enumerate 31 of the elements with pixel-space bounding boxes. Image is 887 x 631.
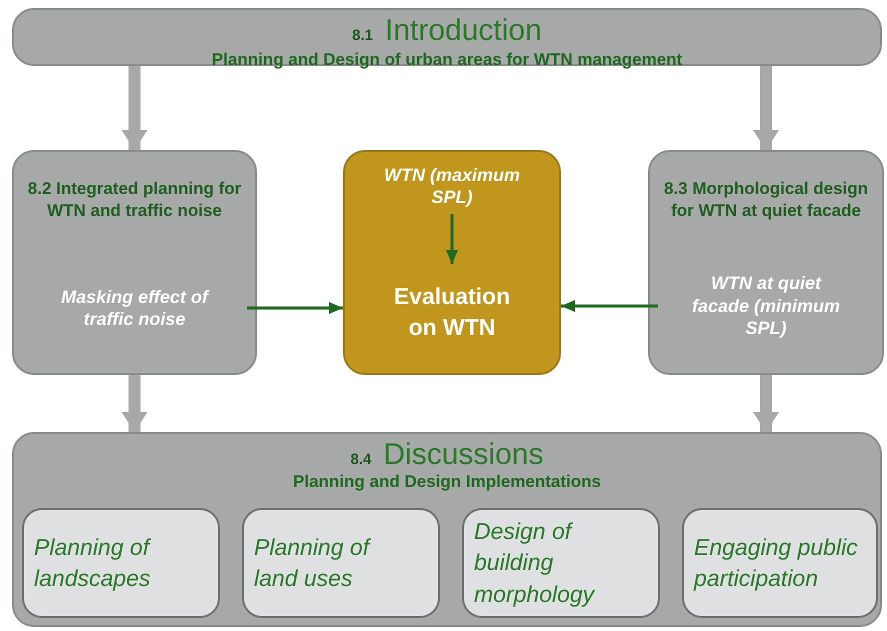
note-text: Masking effect of traffic noise bbox=[60, 286, 210, 330]
section-title: Introduction bbox=[385, 16, 542, 46]
arrow bbox=[122, 375, 148, 432]
arrow bbox=[247, 302, 343, 314]
section-subtitle: Planning and Design of urban areas for WTN management bbox=[212, 50, 682, 70]
section-box bbox=[648, 150, 884, 375]
topic-box bbox=[462, 508, 660, 618]
section-heading: 8.2 Integrated planning for WTN and traffic noise bbox=[27, 178, 242, 222]
note-text: WTN (maximum SPL) bbox=[382, 164, 521, 208]
result-text: Evaluation on WTN bbox=[392, 282, 512, 342]
arrow bbox=[561, 300, 658, 312]
section-subtitle: Planning and Design Implementations bbox=[293, 472, 601, 492]
section-title: Discussions bbox=[383, 440, 544, 470]
topic-text: Planning of land uses bbox=[254, 532, 372, 593]
topic-box bbox=[22, 508, 220, 618]
topic-text: Design of building morphology bbox=[474, 517, 596, 609]
section-heading: 8.3 Morphological design for WTN at quiet facade bbox=[662, 178, 870, 222]
section-box bbox=[12, 432, 882, 627]
arrow bbox=[753, 66, 779, 150]
topic-text: Engaging public participation bbox=[694, 532, 859, 593]
topic-text: Planning of landscapes bbox=[34, 532, 152, 593]
evaluation-box bbox=[343, 150, 561, 375]
note-text: WTN at quiet facade (minimum SPL) bbox=[691, 272, 841, 340]
topic-box bbox=[682, 508, 878, 618]
arrow bbox=[446, 214, 458, 264]
section-number: 8.4 bbox=[350, 452, 372, 467]
section-box bbox=[12, 150, 257, 375]
topic-box bbox=[242, 508, 440, 618]
section-number: 8.1 bbox=[352, 28, 374, 43]
arrow bbox=[122, 66, 148, 150]
arrow bbox=[753, 375, 779, 432]
